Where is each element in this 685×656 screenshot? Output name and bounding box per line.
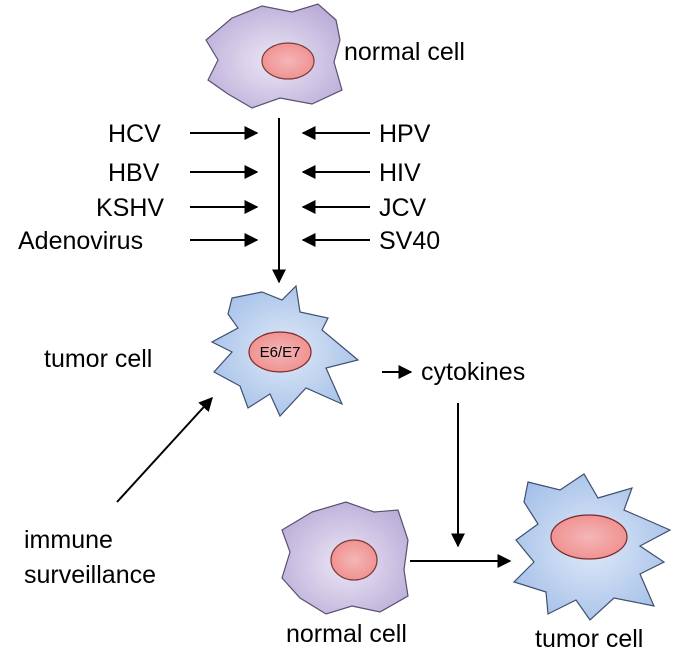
normal-cell-top — [205, 3, 343, 109]
immune-label-line1: immune — [24, 526, 113, 554]
virus-right-1: HPV — [379, 120, 431, 148]
virus-right-3: JCV — [379, 194, 427, 222]
tumor-cell-mid-nucleus — [248, 331, 312, 373]
normal-cell-bottom-nucleus — [330, 539, 378, 581]
virus-right-4: SV40 — [379, 227, 440, 255]
normal-cell-top-nucleus — [261, 42, 315, 80]
virus-left-2: HBV — [108, 159, 160, 187]
normal-cell-bottom — [281, 501, 409, 615]
virus-right-2: HIV — [379, 159, 421, 187]
virus-left-1: HCV — [108, 120, 161, 148]
tumor-cell-mid-label: tumor cell — [44, 345, 152, 373]
tumor-cell-mid — [210, 284, 360, 418]
tumor-cell-bottom-label: tumor cell — [535, 625, 643, 653]
virus-left-3: KSHV — [96, 194, 164, 222]
tumor-cell-bottom — [512, 473, 672, 621]
immune-surveillance-arrow — [116, 396, 213, 503]
normal-cell-top-label: normal cell — [344, 38, 465, 66]
normal-cell-bottom-label: normal cell — [286, 620, 407, 648]
tumor-cell-bottom-nucleus — [550, 514, 628, 560]
virus-arrows — [190, 118, 370, 284]
virus-left-4: Adenovirus — [18, 227, 143, 255]
nucleus-marker-label: E6/E7 — [260, 344, 301, 361]
cytokines-label: cytokines — [421, 358, 525, 386]
immune-label-line2: surveillance — [24, 561, 156, 589]
